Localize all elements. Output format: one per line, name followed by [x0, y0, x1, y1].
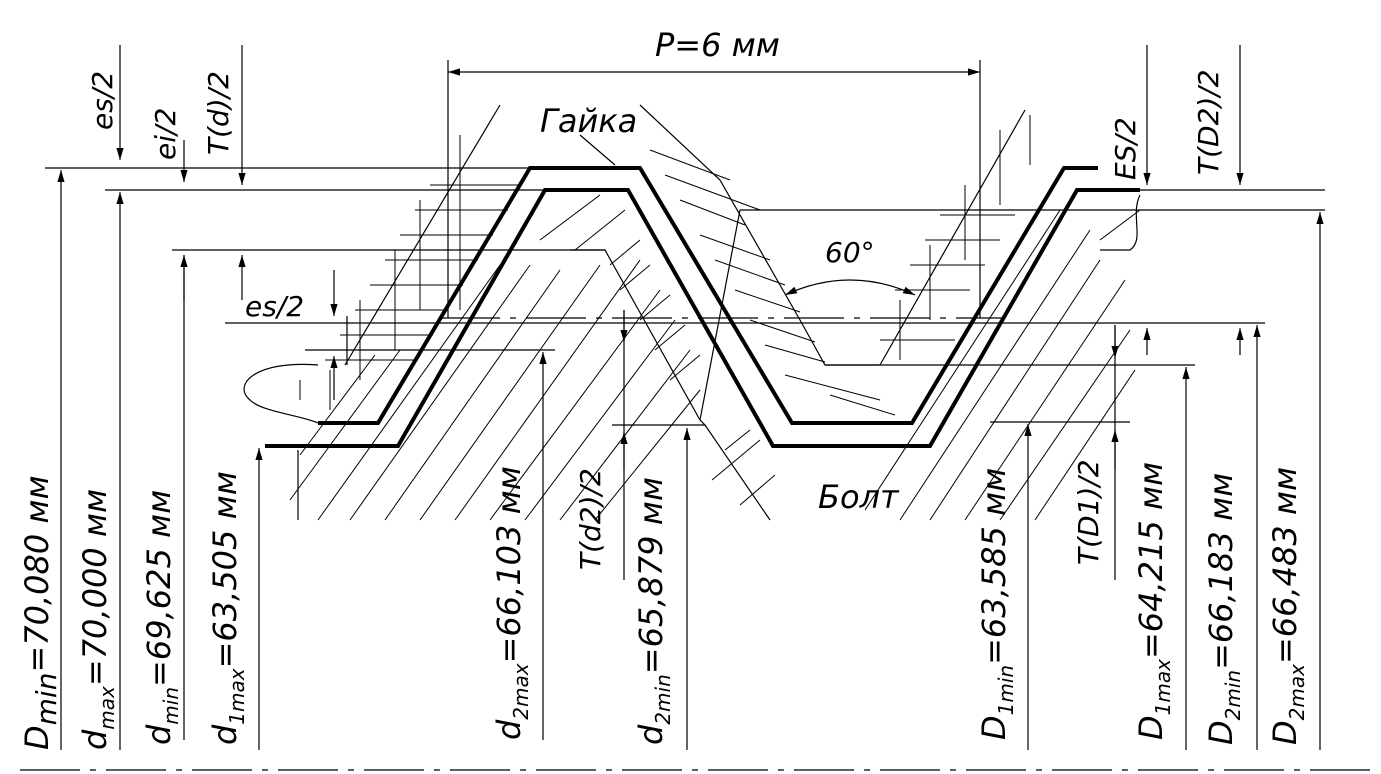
dim-D1max: D1max=64,215 мм — [1132, 462, 1175, 740]
bolt-hatching — [289, 194, 1141, 521]
ES-label: ES/2 — [1109, 117, 1142, 180]
dim-D2max: D2max=66,483 мм — [1266, 467, 1309, 745]
nut-profile-line — [318, 166, 1098, 425]
pitch-label: P=6 мм — [655, 26, 780, 64]
dim-Dmin: Dmin=70,080 мм — [18, 475, 63, 750]
tolerance-arrows-right — [620, 45, 1244, 580]
dim-dmax: dmax=70,000 мм — [76, 489, 119, 750]
dim-D2min: D2min=66,183 мм — [1202, 473, 1245, 745]
angle-label: 60° — [825, 236, 875, 269]
es-top-label: es/2 — [86, 71, 119, 130]
bolt-profile-line — [265, 188, 1140, 448]
bolt-label: Болт — [818, 478, 900, 516]
TD1-label: T(D1)/2 — [1072, 459, 1105, 565]
dim-dmin: dmin=69,625 мм — [140, 490, 183, 745]
nut-hatching — [299, 115, 1031, 416]
dim-D1min: D1min=63,585 мм — [975, 468, 1018, 740]
reference-lines — [45, 167, 1325, 426]
Td2-label: T(d2)/2 — [574, 468, 607, 570]
dim-d2max: d2max=66,103 мм — [490, 466, 533, 740]
section-outlines — [243, 104, 1141, 521]
angle-60-mark: 60° — [784, 236, 916, 296]
TD2-top-label: T(D2)/2 — [1192, 69, 1225, 175]
ei-label: ei/2 — [149, 108, 182, 160]
dim-d1max: d1max=63,505 мм — [206, 471, 249, 745]
nut-label: Гайка — [540, 102, 637, 140]
tolerance-arrows-left — [116, 45, 348, 740]
dimension-labels: Dmin=70,080 мм dmax=70,000 мм dmin=69,62… — [18, 462, 1309, 750]
es-mid-label: es/2 — [245, 290, 304, 323]
pitch-dimension: P=6 мм — [447, 26, 981, 318]
td-label: T(d)/2 — [202, 71, 235, 155]
dimension-arrows — [57, 170, 1324, 750]
dim-d2min: d2min=65,879 мм — [632, 477, 675, 745]
